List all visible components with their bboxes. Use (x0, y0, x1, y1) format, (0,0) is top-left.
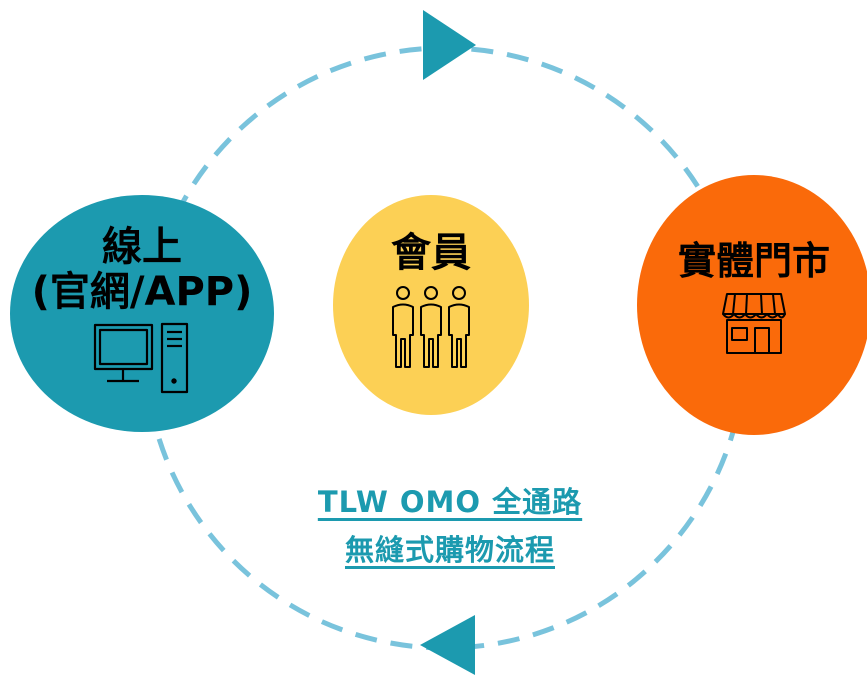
person-figure-left (392, 286, 414, 369)
storefront-icon (722, 293, 786, 355)
desktop-computer-icon (93, 323, 189, 394)
member-label: 會員 (391, 229, 471, 276)
member-node: 會員 (333, 195, 529, 415)
online-label-line1: 線上 (101, 223, 182, 270)
online-label: 線上 (官網/APP) (31, 223, 253, 315)
online-node: 線上 (官網/APP) (10, 195, 274, 432)
person-figure-center (420, 286, 442, 369)
caption-line1: TLW OMO 全通路 (317, 485, 583, 519)
person-figure-right (448, 286, 470, 369)
store-label: 實體門市 (677, 238, 830, 283)
cycle-arrow-top-icon (423, 10, 476, 80)
caption-line2: 無縫式購物流程 (344, 533, 555, 567)
diagram-caption: TLW OMO 全通路 無縫式購物流程 (260, 478, 640, 574)
people-group-icon (392, 286, 470, 369)
store-node: 實體門市 (637, 175, 867, 435)
online-label-line2: (官網/APP) (31, 268, 253, 315)
cycle-arrow-bottom-icon (420, 615, 475, 675)
